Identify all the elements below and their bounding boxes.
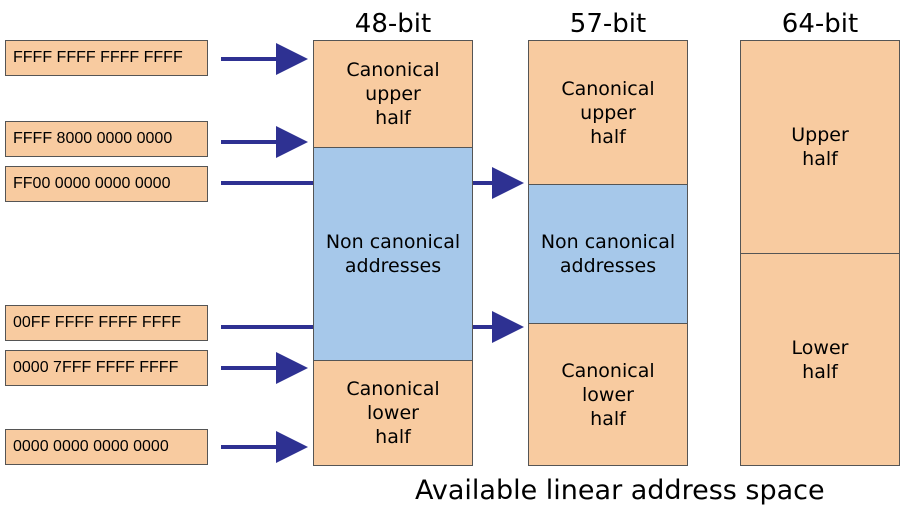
column-title-57-bit: 57-bit: [569, 9, 647, 39]
region-64-lower-label: Lower half: [791, 336, 849, 383]
region-64-upper-label: Upper half: [791, 124, 849, 170]
region-48-lower-label: Canonical lower half: [346, 378, 440, 448]
address-label-0000-0000: 0000 0000 0000 0000: [5, 429, 208, 465]
column-title-48-bit: 48-bit: [354, 9, 432, 39]
region-48-upper-label: Canonical upper half: [346, 59, 440, 129]
region-57-non-canonical: Non canonical addresses: [528, 184, 688, 324]
region-57-middle-label: Non canonical addresses: [540, 231, 676, 277]
region-48-canonical-upper: Canonical upper half: [313, 40, 473, 148]
column-title-64-bit: 64-bit: [781, 9, 859, 39]
caption-available-linear-address-space: Available linear address space: [415, 475, 825, 506]
region-57-lower-label: Canonical lower half: [561, 359, 655, 430]
address-label-ff00-0000: FF00 0000 0000 0000: [5, 166, 208, 202]
region-48-non-canonical: Non canonical addresses: [313, 147, 473, 361]
region-64-lower: Lower half: [740, 253, 900, 466]
region-57-upper-label: Canonical upper half: [561, 77, 655, 148]
address-label-0000-7fff: 0000 7FFF FFFF FFFF: [5, 350, 208, 386]
region-57-canonical-lower: Canonical lower half: [528, 323, 688, 466]
address-label-00ff-ffff: 00FF FFFF FFFF FFFF: [5, 305, 208, 341]
region-48-middle-label: Non canonical addresses: [325, 231, 461, 277]
address-label-ffff-ffff: FFFF FFFF FFFF FFFF: [5, 40, 208, 76]
address-label-ffff-8000: FFFF 8000 0000 0000: [5, 121, 208, 157]
region-48-canonical-lower: Canonical lower half: [313, 360, 473, 466]
